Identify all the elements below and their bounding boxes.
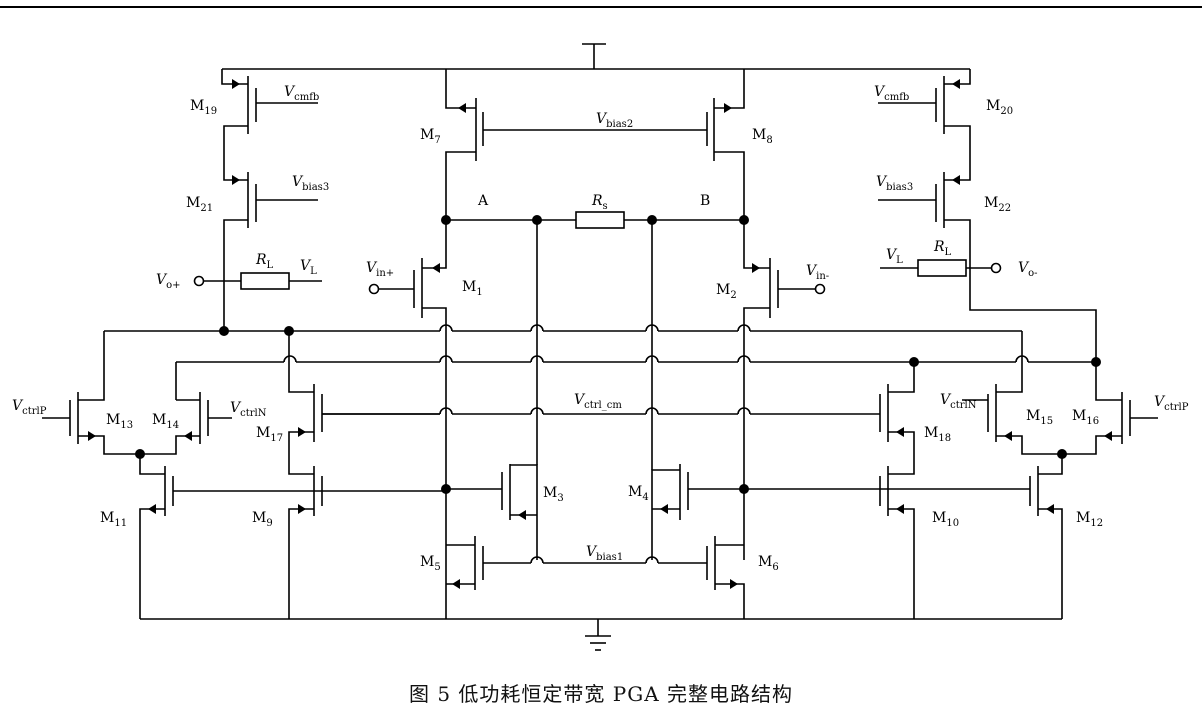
vdd-symbol <box>582 43 606 69</box>
label-vbias3-left: Vbias3 <box>292 174 329 193</box>
label-m4: M4 <box>628 484 649 503</box>
label-m17: M17 <box>256 425 283 444</box>
transistor-m17 <box>288 331 440 475</box>
label-m22: M22 <box>984 195 1011 214</box>
label-m15: M15 <box>1026 408 1053 427</box>
label-vctrln-right: VctrlN <box>940 392 977 411</box>
label-m20: M20 <box>986 98 1013 117</box>
transistor-m2 <box>743 220 826 560</box>
label-rs: Rs <box>591 193 608 212</box>
figure-caption: 图 5 低功耗恒定带宽 PGA 完整电路结构 <box>408 682 794 706</box>
label-rl-right: RL <box>933 239 952 258</box>
label-vo-minus: Vo- <box>1018 260 1038 279</box>
transistor-m4 <box>651 464 744 560</box>
label-m7: M7 <box>420 127 441 146</box>
label-m18: M18 <box>924 425 951 444</box>
label-m1: M1 <box>462 279 483 298</box>
label-vcmfb-right: Vcmfb <box>874 84 909 103</box>
transistor-m14 <box>140 392 232 455</box>
label-vl-left: VL <box>300 258 317 277</box>
label-vbias2: Vbias2 <box>596 111 633 130</box>
label-m2: M2 <box>716 282 737 301</box>
rl-left-resistor <box>240 272 290 290</box>
label-vctrlp-left: VctrlP <box>12 398 47 417</box>
transistor-m7 <box>445 69 484 220</box>
label-rl-left: RL <box>255 252 274 271</box>
label-m11: M11 <box>100 510 127 529</box>
label-vctrln-left: VctrlN <box>230 400 267 419</box>
transistor-m18 <box>879 362 915 475</box>
transistor-m21 <box>223 172 318 331</box>
transistor-m9 <box>288 466 323 619</box>
pga-schematic: M19 Vcmfb M21 Vbias3 RL VL Vo+ M7 M8 Vbi… <box>12 43 1189 651</box>
transistor-m22 <box>878 172 1097 362</box>
label-m9: M9 <box>252 510 273 529</box>
label-m19: M19 <box>190 98 217 117</box>
bus-lower <box>175 355 1096 400</box>
label-vin-plus: Vin+ <box>366 260 394 279</box>
transistor-m15 <box>962 362 1062 455</box>
rs-resistor <box>575 211 625 229</box>
label-vctrlp-right: VctrlP <box>1154 394 1189 413</box>
label-vl-right: VL <box>886 247 903 266</box>
label-m5: M5 <box>420 554 441 573</box>
top-border <box>0 0 1202 8</box>
transistor-m10 <box>879 466 915 619</box>
transistor-m11 <box>139 454 174 619</box>
rl-right-resistor <box>917 259 967 277</box>
label-vin-minus: Vin- <box>806 263 829 282</box>
label-node-a: A <box>477 193 489 209</box>
label-node-b: B <box>700 193 710 209</box>
label-vbias3-right: Vbias3 <box>876 174 913 193</box>
transistor-m12 <box>1029 454 1063 619</box>
ground-symbol <box>585 619 611 651</box>
label-m3: M3 <box>543 485 564 504</box>
label-m6: M6 <box>758 554 779 573</box>
transistor-m13 <box>42 392 140 455</box>
label-m8: M8 <box>752 127 773 146</box>
transistor-m1 <box>368 220 447 619</box>
label-m12: M12 <box>1076 510 1103 529</box>
transistor-m5 <box>446 536 484 590</box>
label-m10: M10 <box>932 510 959 529</box>
label-vo-plus: Vo+ <box>156 272 181 291</box>
label-m14: M14 <box>152 412 179 431</box>
transistor-m3 <box>446 464 538 560</box>
transistor-m8 <box>706 69 745 220</box>
transistor-m19 <box>221 69 318 181</box>
label-m16: M16 <box>1072 408 1099 427</box>
label-m21: M21 <box>186 195 213 214</box>
transistor-m6 <box>706 536 745 619</box>
transistor-m20 <box>878 69 971 181</box>
label-vctrl-cm: Vctrl_cm <box>574 392 622 411</box>
label-vcmfb-left: Vcmfb <box>284 84 319 103</box>
label-m13: M13 <box>106 412 133 431</box>
label-vbias1: Vbias1 <box>586 544 623 563</box>
bus-upper <box>103 324 1023 395</box>
transistor-m16 <box>1062 362 1158 455</box>
